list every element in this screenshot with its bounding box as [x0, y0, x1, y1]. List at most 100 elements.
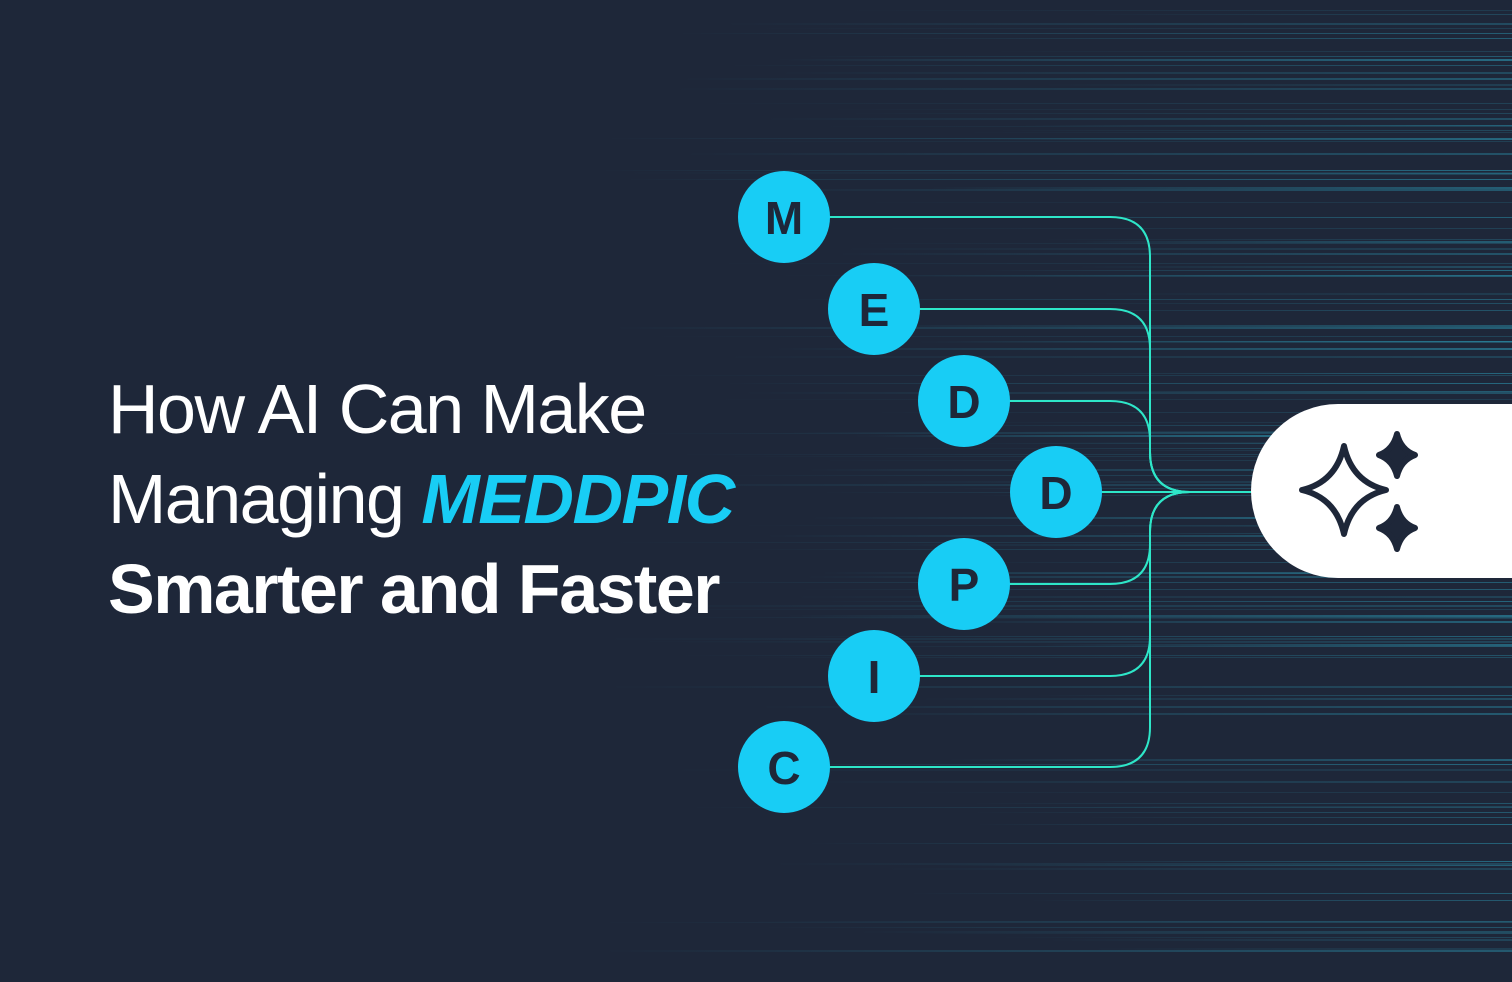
light-streak — [846, 713, 1512, 715]
light-streak — [969, 443, 1512, 444]
light-streak — [785, 615, 1512, 617]
light-streak — [776, 59, 1512, 60]
light-streak — [910, 893, 1512, 894]
light-streak — [827, 109, 1512, 110]
light-streak — [806, 56, 1512, 57]
title-line-1: How AI Can Make — [108, 370, 647, 448]
light-streak — [778, 72, 1512, 74]
light-streak — [679, 655, 1512, 656]
ai-hub — [1251, 404, 1512, 578]
node-letter: P — [949, 559, 980, 611]
light-streak — [1077, 817, 1512, 818]
node-letter: M — [765, 192, 803, 244]
light-streak — [864, 202, 1512, 203]
light-streak — [807, 469, 1512, 471]
light-streak — [752, 189, 1512, 191]
connector-c — [828, 491, 1191, 768]
light-streak — [882, 38, 1512, 39]
light-streak — [672, 88, 1512, 90]
light-streak — [935, 425, 1512, 426]
connector-lines — [828, 216, 1252, 768]
light-streak — [998, 173, 1512, 174]
light-streak — [1078, 266, 1512, 268]
light-streak — [1019, 431, 1512, 432]
light-streak — [1047, 939, 1512, 941]
light-streak — [1035, 644, 1512, 646]
light-streak — [726, 456, 1512, 457]
light-streak — [979, 495, 1512, 496]
light-streak — [972, 803, 1512, 804]
light-streak — [793, 299, 1512, 300]
light-streak — [976, 562, 1512, 563]
light-streak — [712, 399, 1512, 400]
light-streak — [638, 641, 1512, 642]
node-d-2: D — [1010, 446, 1102, 538]
light-streak — [792, 596, 1512, 598]
light-streak — [728, 65, 1512, 66]
light-streak — [643, 609, 1512, 610]
light-streak — [861, 243, 1512, 244]
light-streak — [1037, 391, 1512, 392]
page-title: How AI Can Make Managing MEDDPIC Smarter… — [108, 364, 735, 634]
light-streak — [820, 460, 1512, 461]
light-streak — [725, 475, 1512, 476]
light-streak — [841, 248, 1512, 250]
light-streak — [752, 921, 1512, 922]
light-streak — [755, 28, 1512, 29]
light-streak — [1061, 373, 1512, 374]
title-line-2: Managing MEDDPIC — [108, 454, 735, 544]
light-streak — [689, 807, 1512, 808]
light-streak — [884, 868, 1512, 870]
light-streak — [1008, 310, 1512, 311]
light-streak — [974, 812, 1512, 813]
light-streak — [681, 78, 1512, 80]
light-streak — [601, 922, 1512, 923]
light-streak — [920, 698, 1512, 700]
light-streak — [760, 706, 1512, 708]
light-streak — [1099, 293, 1512, 295]
node-e: E — [828, 263, 920, 355]
light-streak — [677, 33, 1512, 34]
light-streak — [816, 601, 1512, 602]
light-streak — [725, 356, 1512, 358]
light-streak — [875, 435, 1512, 437]
light-streak — [668, 769, 1512, 771]
light-streak — [999, 937, 1512, 938]
node-letter: I — [868, 651, 881, 703]
light-streak — [807, 843, 1512, 844]
node-letter: D — [947, 376, 980, 428]
node-i: I — [828, 630, 920, 722]
light-streak — [964, 132, 1512, 133]
light-streak — [625, 179, 1512, 180]
light-streak — [905, 933, 1512, 934]
light-streak — [994, 51, 1512, 52]
light-streak — [1074, 241, 1512, 243]
node-letter: C — [767, 742, 800, 794]
light-streak — [1054, 303, 1512, 304]
light-streak — [983, 270, 1512, 271]
light-streak — [1023, 125, 1512, 126]
light-streak — [880, 481, 1512, 483]
title-line-3: Smarter and Faster — [108, 550, 721, 628]
light-streak — [772, 863, 1512, 865]
light-streak — [797, 217, 1512, 218]
light-streak — [849, 646, 1512, 647]
light-streak — [785, 60, 1512, 61]
light-streak — [672, 582, 1512, 583]
light-streak — [801, 589, 1512, 590]
node-d-1: D — [918, 355, 1010, 447]
light-streak — [877, 448, 1512, 449]
light-streak — [976, 824, 1512, 825]
light-streak — [848, 113, 1512, 114]
light-streak — [748, 549, 1512, 550]
light-streak — [678, 454, 1512, 455]
title-line-2-prefix: Managing — [108, 460, 422, 538]
light-streak — [775, 348, 1512, 350]
light-streak — [962, 139, 1512, 140]
light-streak — [1030, 900, 1512, 901]
light-streak — [844, 10, 1512, 11]
light-streak — [762, 927, 1512, 928]
light-streak — [951, 488, 1512, 489]
light-streak — [1042, 239, 1512, 240]
